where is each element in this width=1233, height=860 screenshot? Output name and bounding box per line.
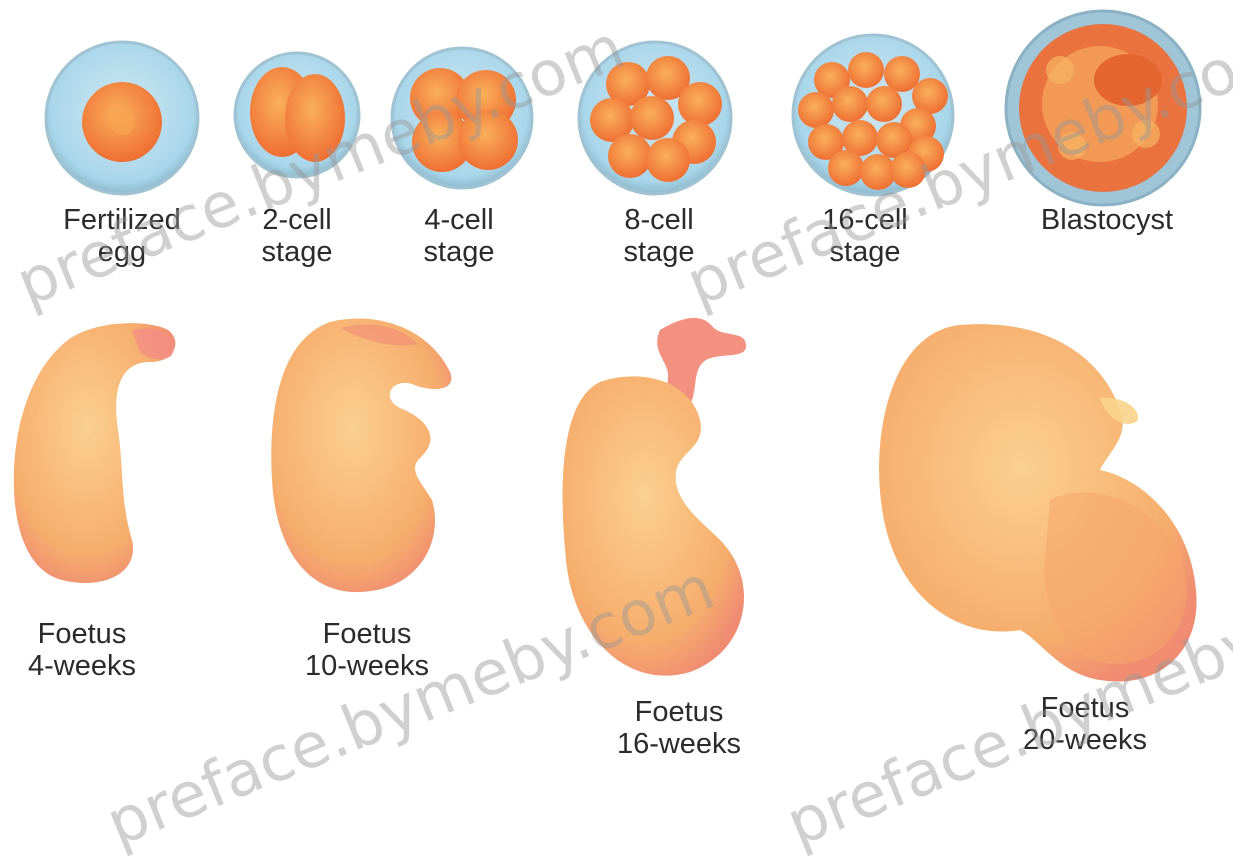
four-cell-figure [392,48,532,188]
blastocyst-figure [1006,11,1200,205]
label-fertilized-egg: Fertilized egg [32,204,212,268]
label-line1: 16-cell [790,204,940,236]
sixteen-cell-figure [793,35,953,195]
label-line2: egg [32,236,212,268]
two-cell-figure [235,53,359,177]
label-line2: 20-weeks [1000,724,1170,756]
label-4-cell-stage: 4-cell stage [384,204,534,268]
label-line1: Foetus [1000,692,1170,724]
label-line1: 4-cell [384,204,534,236]
label-line2: stage [384,236,534,268]
label-line1: Blastocyst [1012,204,1202,236]
label-foetus-20-weeks: Foetus 20-weeks [1000,692,1170,756]
label-line1: 8-cell [584,204,734,236]
foetus-4-weeks-figure [14,323,176,583]
label-line1: Foetus [594,696,764,728]
fertilized-egg-figure [46,42,198,194]
label-line2: 10-weeks [282,650,452,682]
label-foetus-16-weeks: Foetus 16-weeks [594,696,764,760]
eight-cell-figure [579,42,731,194]
label-blastocyst: Blastocyst [1012,204,1202,236]
label-line2: 4-weeks [2,650,162,682]
label-line1: Foetus [282,618,452,650]
label-2-cell-stage: 2-cell stage [222,204,372,268]
label-foetus-10-weeks: Foetus 10-weeks [282,618,452,682]
label-line2: 16-weeks [594,728,764,760]
label-line2: stage [790,236,940,268]
label-line2: stage [584,236,734,268]
label-16-cell-stage: 16-cell stage [790,204,940,268]
label-line1: 2-cell [222,204,372,236]
foetus-10-weeks-figure [271,319,451,593]
label-foetus-4-weeks: Foetus 4-weeks [2,618,162,682]
label-line2: stage [222,236,372,268]
label-line1: Fertilized [32,204,212,236]
label-line1: Foetus [2,618,162,650]
diagram-stage: Fertilized egg 2-cell stage 4-cell stage… [0,0,1233,821]
label-8-cell-stage: 8-cell stage [584,204,734,268]
foetus-16-weeks-figure [563,318,747,676]
foetus-20-weeks-figure [879,324,1197,681]
